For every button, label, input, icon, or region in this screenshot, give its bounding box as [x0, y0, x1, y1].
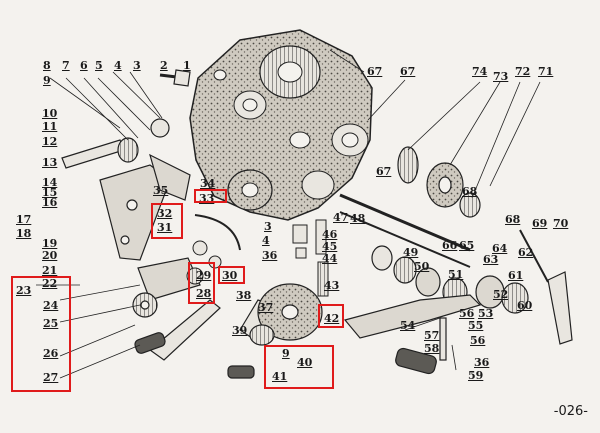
callout-57: 57 [424, 329, 440, 342]
callout-45: 45 [322, 240, 338, 253]
callout-1: 1 [183, 59, 191, 72]
callout-28: 28 [196, 287, 212, 300]
callout-64: 64 [492, 242, 508, 255]
callout-69: 69 [532, 217, 548, 230]
highlight-box-40-41 [264, 345, 334, 389]
callout-68b: 68 [505, 213, 521, 226]
callout-22: 22 [42, 277, 58, 290]
callout-53: 53 [478, 307, 494, 320]
callout-17: 17 [16, 213, 32, 226]
callout-56b: 56 [459, 307, 475, 320]
callout-67c: 67 [376, 165, 392, 178]
callout-12: 12 [42, 135, 58, 148]
callout-40: 40 [297, 356, 313, 369]
callout-15: 15 [42, 186, 58, 199]
callout-65: 65 [459, 239, 475, 252]
callout-35: 35 [153, 184, 169, 197]
highlight-box-29-28 [188, 262, 215, 304]
callout-3b: 3 [264, 220, 272, 233]
callout-37: 37 [258, 301, 274, 314]
gearbox-housing [189, 29, 373, 221]
callout-43: 43 [324, 279, 340, 292]
callout-50: 50 [414, 260, 430, 273]
callout-73: 73 [493, 70, 509, 83]
callout-8: 8 [43, 59, 51, 72]
callout-51: 51 [448, 268, 464, 281]
callout-30: 30 [222, 269, 238, 282]
callout-56: 56 [470, 334, 486, 347]
callout-10: 10 [42, 107, 58, 120]
callout-26: 26 [43, 347, 59, 360]
shift-levers [61, 69, 191, 261]
callout-4: 4 [114, 59, 122, 72]
callout-42: 42 [324, 312, 340, 325]
callout-63: 63 [483, 253, 499, 266]
callout-48: 48 [350, 212, 366, 225]
callout-44: 44 [322, 252, 338, 265]
highlight-box-33 [194, 189, 227, 203]
highlight-box-32-31 [151, 203, 183, 239]
callout-49: 49 [403, 246, 419, 259]
callout-38: 38 [236, 289, 252, 302]
callout-21: 21 [42, 264, 58, 277]
callout-18: 18 [16, 227, 32, 240]
callout-25: 25 [43, 317, 59, 330]
callout-3: 3 [133, 59, 141, 72]
callout-6: 6 [80, 59, 88, 72]
callout-4b: 4 [262, 234, 270, 247]
callout-2: 2 [160, 59, 168, 72]
callout-19: 19 [42, 237, 58, 250]
callout-11: 11 [42, 120, 58, 133]
callout-70: 70 [553, 217, 569, 230]
callout-68a: 68 [462, 185, 478, 198]
callout-31: 31 [157, 221, 173, 234]
callout-41: 41 [272, 370, 288, 383]
callout-46: 46 [322, 228, 338, 241]
callout-5: 5 [95, 59, 103, 72]
centre-small-parts [186, 214, 329, 297]
callout-23: 23 [16, 284, 32, 297]
callout-61: 61 [508, 269, 524, 282]
callout-24: 24 [43, 299, 59, 312]
callout-52: 52 [493, 288, 509, 301]
callout-72: 72 [515, 65, 531, 78]
highlight-box-23-24-25-26-27 [11, 276, 71, 392]
callout-36: 36 [262, 249, 278, 262]
callout-71: 71 [538, 65, 554, 78]
callout-14: 14 [42, 176, 58, 189]
leader-lines [36, 49, 541, 379]
page-number: -026- [553, 404, 588, 419]
callout-58: 58 [424, 342, 440, 355]
callout-9b: 9 [282, 347, 290, 360]
callout-54: 54 [400, 319, 416, 332]
callout-7: 7 [62, 59, 70, 72]
callout-67a: 67 [367, 65, 383, 78]
callout-39: 39 [232, 324, 248, 337]
callout-66: 66 [442, 239, 458, 252]
highlight-box-30 [218, 266, 245, 284]
callout-20: 20 [42, 249, 58, 262]
callout-29: 29 [196, 269, 212, 282]
callout-32: 32 [157, 207, 173, 220]
callout-60: 60 [517, 299, 533, 312]
callout-34: 34 [200, 177, 216, 190]
callout-27: 27 [43, 371, 59, 384]
callout-62: 62 [518, 246, 534, 259]
callout-16: 16 [42, 196, 58, 209]
callout-74: 74 [472, 65, 488, 78]
callout-33: 33 [199, 192, 215, 205]
kick-start-assembly [132, 257, 323, 379]
callout-55: 55 [468, 319, 484, 332]
callout-13: 13 [42, 156, 58, 169]
callout-67b: 67 [400, 65, 416, 78]
callout-9: 9 [43, 74, 51, 87]
callout-36b: 36 [474, 356, 490, 369]
highlight-box-42 [318, 304, 344, 328]
right-gear-train [339, 146, 573, 375]
callout-47: 47 [333, 211, 349, 224]
callout-59: 59 [468, 369, 484, 382]
